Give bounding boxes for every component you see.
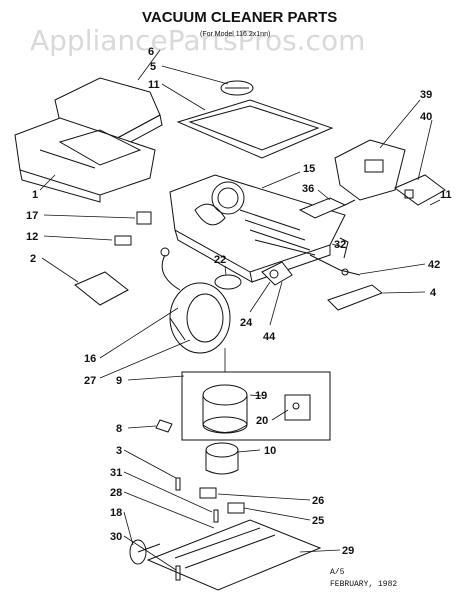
part-ring-gasket bbox=[214, 274, 242, 290]
callout-6: 6 bbox=[148, 46, 154, 58]
callout-22: 22 bbox=[214, 254, 226, 266]
part-screw-3 bbox=[175, 477, 181, 491]
callout-10: 10 bbox=[264, 445, 276, 457]
callout-32: 32 bbox=[334, 239, 346, 251]
callout-17: 17 bbox=[26, 210, 38, 222]
callout-42: 42 bbox=[428, 259, 440, 271]
callout-8: 8 bbox=[116, 423, 122, 435]
callout-44: 44 bbox=[263, 331, 276, 343]
callout-19: 19 bbox=[255, 390, 267, 402]
footer-date: FEBRUARY, 1982 bbox=[330, 580, 397, 589]
callout-27: 27 bbox=[84, 375, 96, 387]
callout-5: 5 bbox=[150, 61, 156, 73]
part-terminal bbox=[261, 261, 293, 286]
callout-9: 9 bbox=[116, 375, 122, 387]
callout-25: 25 bbox=[312, 515, 324, 527]
callout-11: 11 bbox=[148, 79, 160, 91]
part-main-housing bbox=[169, 174, 346, 283]
model-subtitle: (For Model 116.2x1nn) bbox=[200, 31, 270, 38]
part-cord-plug bbox=[298, 197, 356, 219]
part-screw-31 bbox=[213, 509, 219, 523]
part-switch-housing bbox=[334, 139, 406, 201]
part-filter-disc bbox=[220, 80, 254, 96]
part-17-block bbox=[136, 211, 152, 225]
part-motor-assembly bbox=[181, 371, 331, 441]
part-clip-25 bbox=[227, 502, 245, 514]
part-screw-30 bbox=[175, 565, 181, 581]
callout-29: 29 bbox=[342, 545, 354, 557]
callout-18: 18 bbox=[110, 507, 122, 519]
part-base-plate bbox=[146, 519, 322, 591]
part-fan-shroud bbox=[160, 247, 231, 354]
part-top-housing bbox=[14, 117, 156, 203]
watermark: AppliancePartsPros.com bbox=[30, 24, 365, 57]
part-gasket-frame bbox=[176, 99, 334, 159]
part-screw-32 bbox=[339, 237, 349, 259]
diagram-title: VACUUM CLEANER PARTS bbox=[142, 9, 337, 26]
leader-lines bbox=[39, 49, 441, 571]
part-clip-26 bbox=[199, 487, 217, 499]
part-switch bbox=[394, 174, 446, 206]
callout-24: 24 bbox=[240, 317, 253, 329]
callout-15: 15 bbox=[303, 163, 315, 175]
callout-39: 39 bbox=[420, 89, 432, 101]
callout-16: 16 bbox=[84, 353, 96, 365]
callout-3: 3 bbox=[116, 445, 122, 457]
callout-2: 2 bbox=[30, 253, 36, 265]
callout-40: 40 bbox=[420, 111, 432, 123]
part-bearing-ring bbox=[205, 442, 239, 475]
part-handle-clip bbox=[327, 284, 383, 311]
callout-28: 28 bbox=[110, 487, 122, 499]
callout-20: 20 bbox=[256, 415, 268, 427]
callout-36: 36 bbox=[302, 183, 314, 195]
footer-code: A/5 bbox=[330, 568, 345, 577]
part-12-block bbox=[114, 235, 132, 246]
callout-30: 30 bbox=[110, 531, 122, 543]
part-bolt-8 bbox=[155, 419, 173, 433]
callout-11b: 11 bbox=[440, 189, 452, 201]
callout-12: 12 bbox=[26, 231, 38, 243]
callout-4: 4 bbox=[430, 287, 437, 299]
part-bracket bbox=[74, 271, 129, 306]
part-wheel bbox=[129, 539, 161, 565]
callout-31: 31 bbox=[110, 467, 122, 479]
callout-1: 1 bbox=[32, 189, 38, 201]
part-wire-connector bbox=[309, 254, 361, 276]
callout-26: 26 bbox=[312, 495, 324, 507]
